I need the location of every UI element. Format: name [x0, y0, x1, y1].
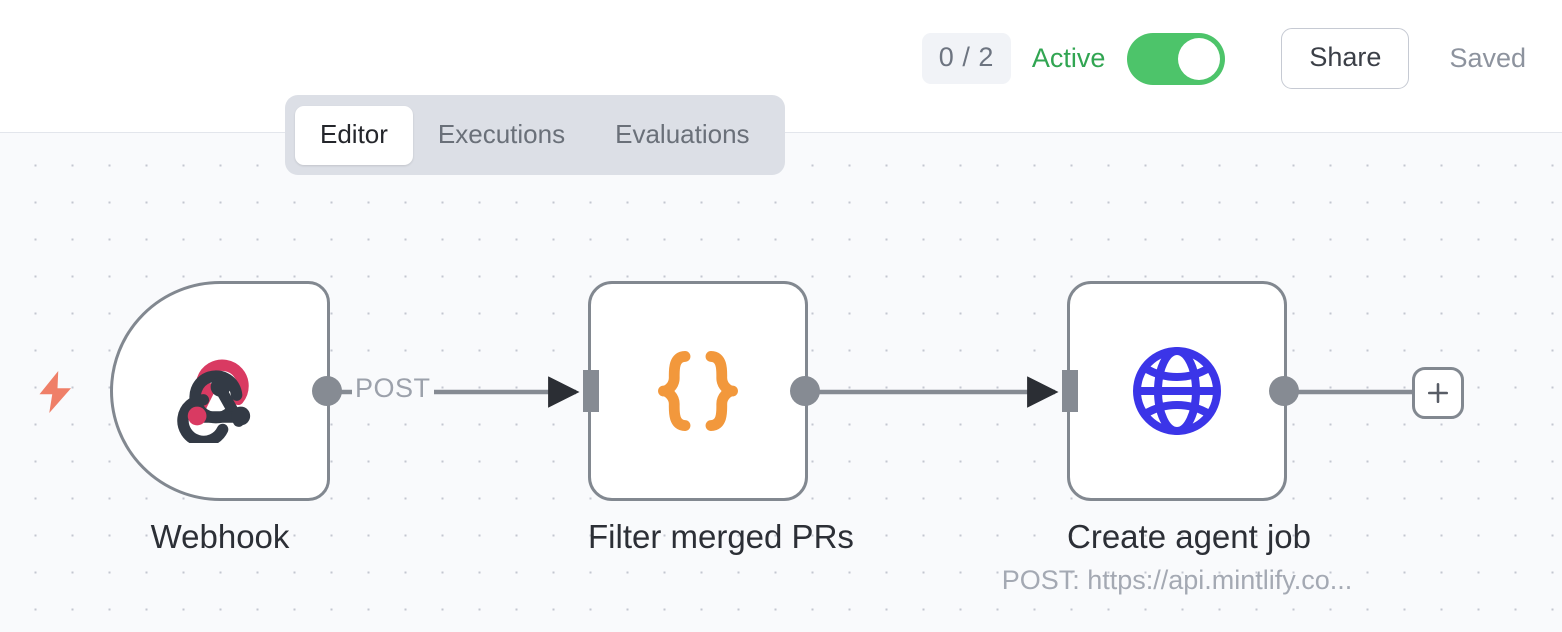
- tab-editor[interactable]: Editor: [295, 105, 413, 165]
- active-status-label: Active: [1031, 43, 1106, 73]
- node-webhook[interactable]: [110, 281, 342, 501]
- handle-output-webhook[interactable]: [312, 376, 342, 406]
- run-counter-badge: 0 / 2: [921, 33, 1011, 84]
- node-sublabel-create-agent-job: POST: https://api.mintlify.co...: [1001, 565, 1353, 595]
- active-toggle[interactable]: [1127, 32, 1226, 85]
- node-filter[interactable]: [583, 281, 820, 501]
- node-label-create-agent-job: Create agent job: [1067, 518, 1312, 555]
- node-filter-body: [591, 284, 805, 498]
- node-webhook-body: [113, 284, 327, 498]
- add-node-button[interactable]: [1412, 367, 1464, 419]
- tab-executions[interactable]: Executions: [413, 106, 590, 165]
- handle-input-filter[interactable]: [583, 370, 599, 412]
- view-tabbar: Editor Executions Evaluations: [285, 95, 785, 175]
- handle-output-filter[interactable]: [790, 376, 820, 406]
- globe-icon: [1133, 347, 1221, 435]
- saved-status-label[interactable]: Saved: [1449, 43, 1526, 73]
- node-label-filter: Filter merged PRs: [588, 518, 854, 555]
- header-actions: 0 / 2 Active Share Saved: [921, 28, 1526, 89]
- node-label-webhook: Webhook: [150, 518, 290, 555]
- curly-braces-icon: [658, 351, 738, 431]
- tab-evaluations[interactable]: Evaluations: [590, 106, 774, 165]
- handle-output-http[interactable]: [1269, 376, 1299, 406]
- edge-label-post: POST: [352, 373, 434, 404]
- node-http-body: [1070, 284, 1284, 498]
- webhook-icon: [177, 359, 251, 443]
- workflow-canvas[interactable]: POST: [0, 133, 1562, 632]
- toggle-knob: [1178, 37, 1221, 80]
- share-button[interactable]: Share: [1281, 28, 1410, 89]
- node-create-agent-job[interactable]: [1062, 281, 1299, 501]
- handle-input-http[interactable]: [1062, 370, 1078, 412]
- plus-icon: [1427, 382, 1449, 404]
- trigger-bolt-icon: [39, 371, 71, 413]
